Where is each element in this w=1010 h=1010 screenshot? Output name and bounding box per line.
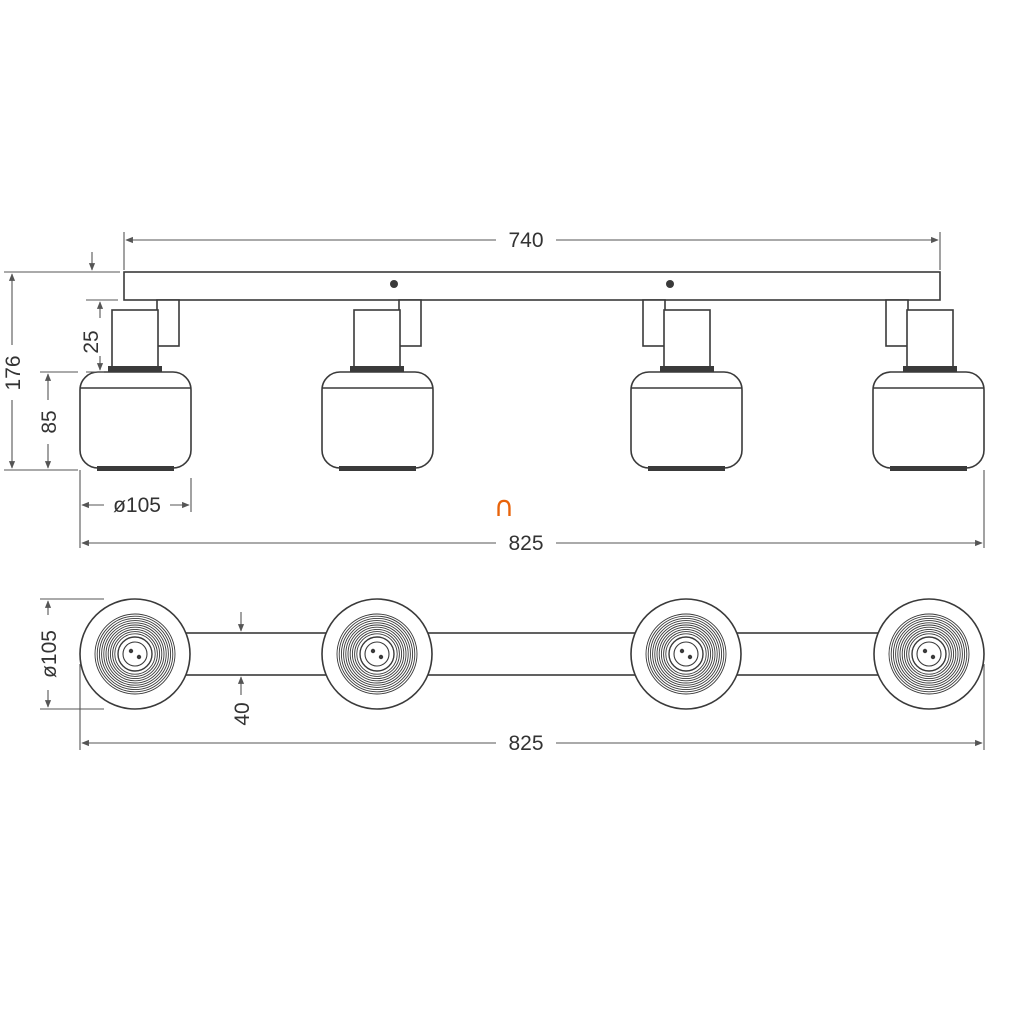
spotlight-2 <box>321 299 434 471</box>
plan-head <box>321 598 433 710</box>
label-85: 85 <box>38 410 61 433</box>
dimension-825-front: 825 <box>79 470 985 555</box>
dimension-825-plan: 825 <box>79 664 985 755</box>
label-825-front: 825 <box>508 532 543 555</box>
label-plan-diameter: ø105 <box>38 630 61 678</box>
dimension-85: 85 <box>38 371 78 469</box>
mounting-rail <box>123 271 941 301</box>
label-825-plan: 825 <box>508 732 543 755</box>
plan-head <box>873 598 985 710</box>
label-shade-diameter: ø105 <box>113 494 161 517</box>
spotlight-1 <box>79 299 192 471</box>
dimension-25: 25 <box>80 299 118 373</box>
front-view: 740 <box>2 229 985 555</box>
dimension-740: 740 <box>123 229 941 270</box>
orange-arc-symbol: ∩ <box>494 490 515 523</box>
dimension-40: 40 <box>231 612 254 726</box>
dimension-shade-diameter: ø105 <box>81 478 192 517</box>
label-25: 25 <box>80 330 103 353</box>
plan-bar <box>133 632 931 676</box>
dimension-plan-diameter: ø105 <box>38 598 104 710</box>
dimension-176: 176 <box>2 252 120 471</box>
label-40: 40 <box>231 702 254 725</box>
screw-dot <box>666 280 674 288</box>
spotlight-3 <box>630 299 743 471</box>
spotlight-4 <box>872 299 985 471</box>
plan-head <box>79 598 191 710</box>
plan-view: ø105 40 825 <box>38 598 985 755</box>
screw-dot <box>390 280 398 288</box>
label-740: 740 <box>508 229 543 252</box>
plan-heads <box>79 598 985 710</box>
label-176: 176 <box>2 355 25 390</box>
plan-head <box>630 598 742 710</box>
